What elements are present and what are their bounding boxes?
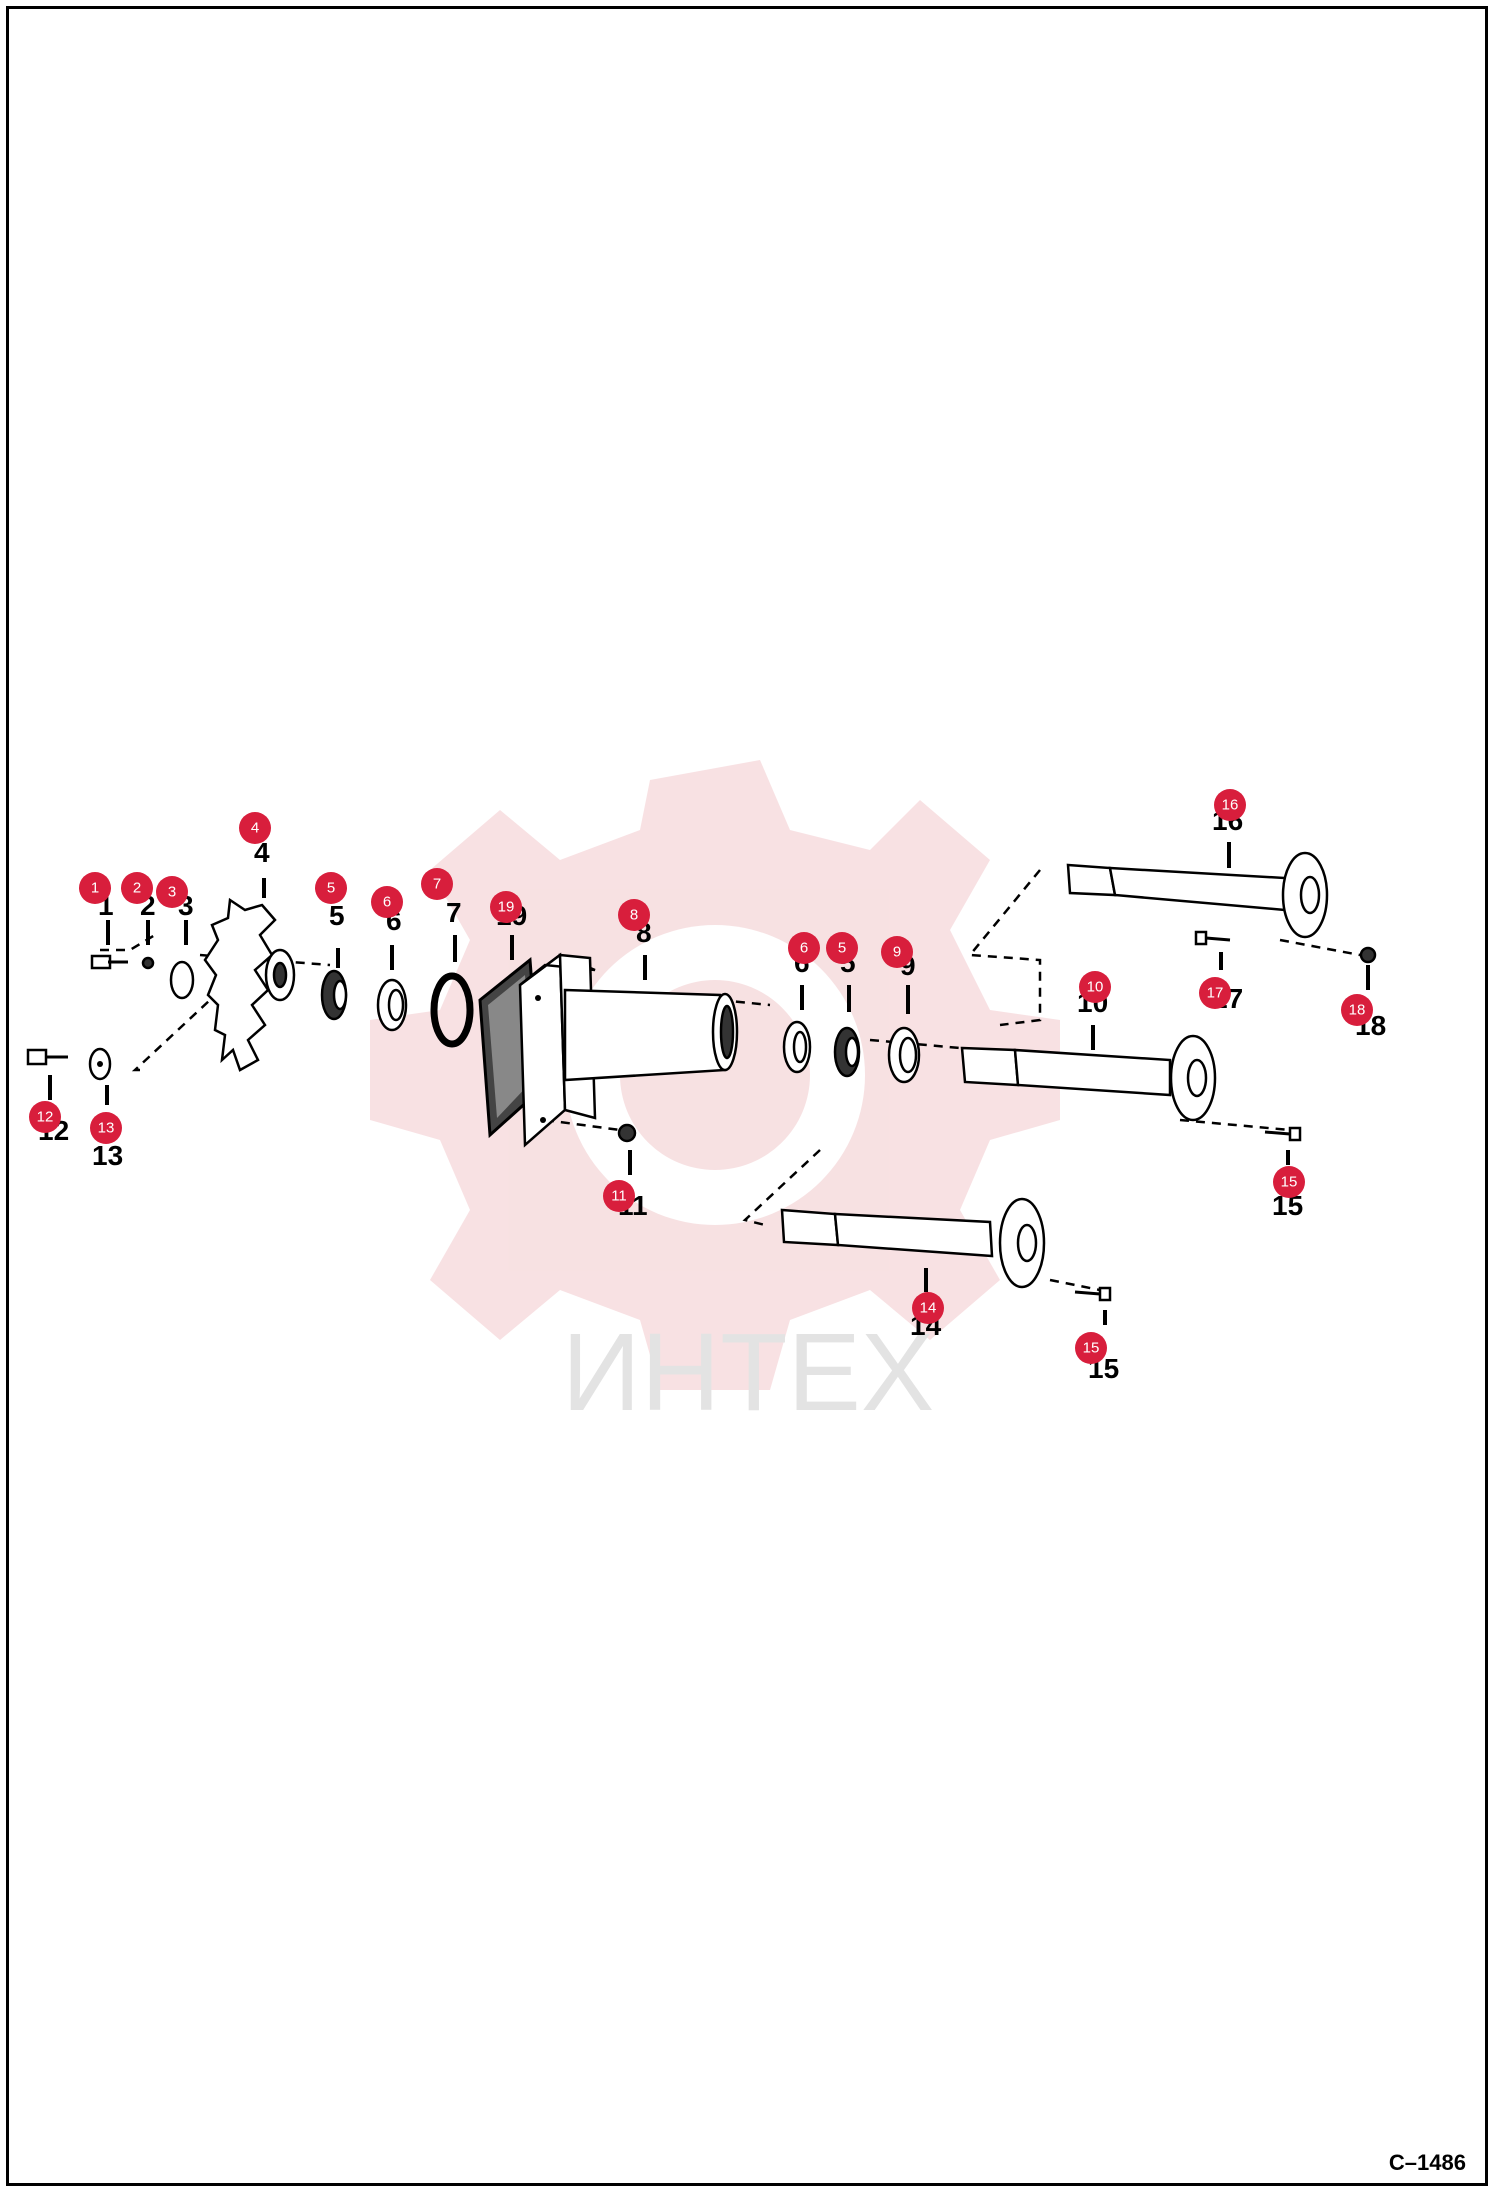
part-number-7: 7 <box>446 897 462 928</box>
svg-text:16: 16 <box>1222 797 1239 814</box>
part-13-washer <box>88 1047 112 1081</box>
part-7-o-ring <box>430 972 474 1048</box>
drawing-code: C–1486 <box>1388 2150 1466 2175</box>
svg-text:19: 19 <box>498 899 515 916</box>
callout-10[interactable]: 10 <box>1079 971 1111 1003</box>
watermark-logo <box>370 760 1060 1390</box>
callout-3[interactable]: 3 <box>156 876 188 908</box>
part-12-bolt <box>26 1048 68 1066</box>
svg-text:15: 15 <box>1281 1174 1298 1191</box>
callout-6[interactable]: 6 <box>371 886 403 918</box>
part-6-bearing-cup <box>376 978 408 1032</box>
svg-text:2: 2 <box>133 880 141 897</box>
svg-text:6: 6 <box>383 894 391 911</box>
svg-text:6: 6 <box>800 940 808 957</box>
svg-text:3: 3 <box>168 884 176 901</box>
svg-text:7: 7 <box>433 876 441 893</box>
part-5-bearing-cone-2 <box>833 1026 861 1078</box>
svg-text:4: 4 <box>251 820 259 837</box>
svg-text:10: 10 <box>1087 979 1104 996</box>
part-18-nut <box>1359 946 1377 964</box>
part-9-seal <box>887 1026 921 1084</box>
part-16-axle <box>1066 851 1329 939</box>
callout-2[interactable]: 2 <box>121 872 153 904</box>
callout-1[interactable]: 1 <box>79 872 111 904</box>
svg-text:18: 18 <box>1349 1002 1366 1019</box>
part-2-washer <box>141 956 155 970</box>
part-15-bolt <box>1264 1126 1302 1142</box>
callout-16[interactable]: 16 <box>1214 789 1246 821</box>
part-3-plate <box>169 960 195 1000</box>
part-number-13: 13 <box>92 1140 123 1171</box>
svg-text:1: 1 <box>91 880 99 897</box>
svg-text:17: 17 <box>1207 985 1224 1002</box>
callout-12[interactable]: 12 <box>29 1101 61 1133</box>
callout-15-second[interactable]: 15 <box>1075 1332 1107 1364</box>
drawing-frame <box>6 6 1488 2186</box>
part-14-axle <box>780 1197 1046 1289</box>
callout-6-second[interactable]: 6 <box>788 932 820 964</box>
svg-text:11: 11 <box>611 1188 627 1205</box>
part-10-axle <box>960 1034 1217 1122</box>
watermark-text: ИНТЕХ <box>562 1311 934 1434</box>
part-number-5: 5 <box>329 900 345 931</box>
part-11-nut <box>617 1123 637 1143</box>
svg-text:13: 13 <box>98 1120 115 1137</box>
callout-9[interactable]: 9 <box>881 936 913 968</box>
part-8-axle-tube-housing <box>518 952 739 1148</box>
part-4-sprocket <box>203 897 296 1072</box>
svg-text:9: 9 <box>893 944 901 961</box>
svg-text:5: 5 <box>327 880 335 897</box>
svg-text:5: 5 <box>838 940 846 957</box>
part-17-bolt <box>1194 930 1231 946</box>
callout-4[interactable]: 4 <box>239 812 271 844</box>
leader-lines <box>48 842 1370 1325</box>
callout-markers: 1 2 3 4 5 6 7 19 8 6 5 9 16 10 17 18 12 … <box>29 789 1373 1364</box>
svg-text:12: 12 <box>37 1109 54 1126</box>
callout-17[interactable]: 17 <box>1199 977 1231 1009</box>
callout-13[interactable]: 13 <box>90 1112 122 1144</box>
part-shapes <box>26 851 1377 1302</box>
part-5-bearing-cone <box>320 969 348 1021</box>
svg-text:14: 14 <box>920 1300 937 1317</box>
callout-7[interactable]: 7 <box>421 868 453 900</box>
svg-text:15: 15 <box>1083 1340 1100 1357</box>
part-6-bearing-cup-2 <box>782 1020 812 1074</box>
part-number-4: 4 <box>254 837 270 868</box>
callout-19[interactable]: 19 <box>490 891 522 923</box>
part-1-bolt <box>90 954 128 970</box>
callout-8[interactable]: 8 <box>618 899 650 931</box>
callout-14[interactable]: 14 <box>912 1292 944 1324</box>
callout-15[interactable]: 15 <box>1273 1166 1305 1198</box>
svg-text:8: 8 <box>630 907 638 924</box>
callout-5-second[interactable]: 5 <box>826 932 858 964</box>
callout-18[interactable]: 18 <box>1341 994 1373 1026</box>
callout-5[interactable]: 5 <box>315 872 347 904</box>
part-15-bolt-2 <box>1074 1286 1112 1302</box>
callout-11[interactable]: 11 <box>603 1180 635 1212</box>
